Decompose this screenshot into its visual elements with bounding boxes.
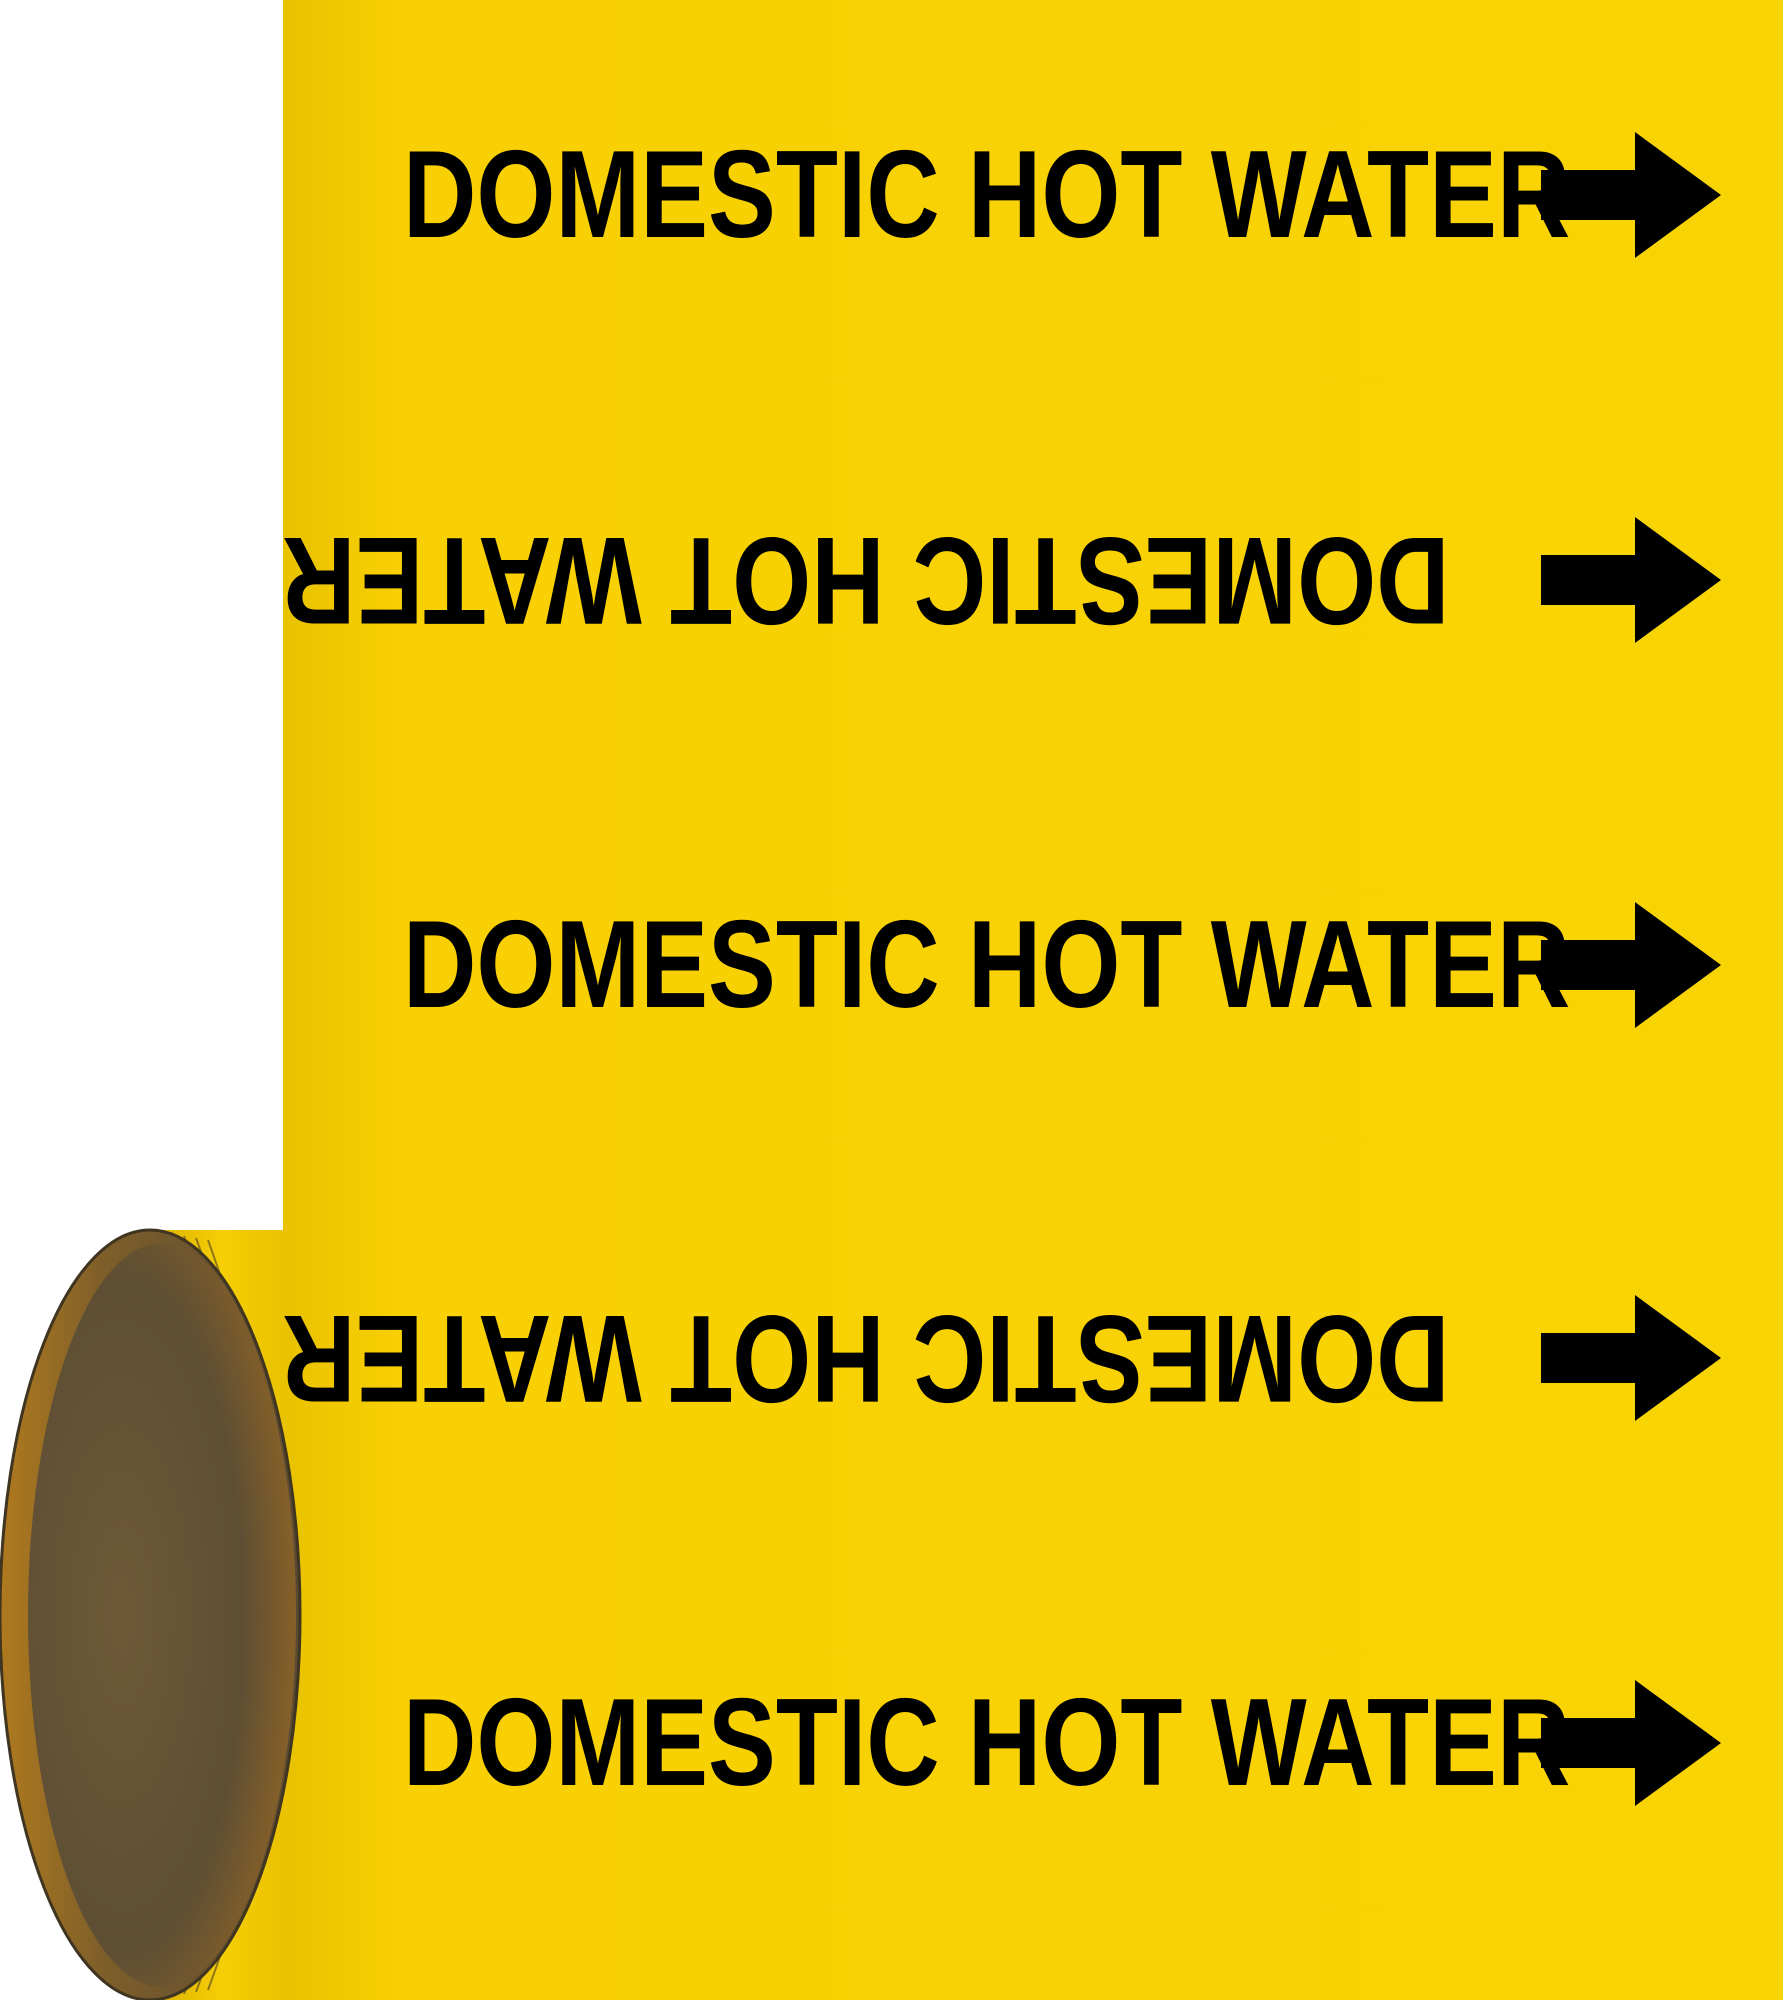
- marker-legend: DOMESTIC HOT WATER: [403, 896, 1571, 1034]
- label-strip: DOMESTIC HOT WATER DOMESTIC HOT WATER DO…: [282, 0, 1783, 2000]
- arrow-right-icon: [1541, 132, 1721, 258]
- marker-row-5: DOMESTIC HOT WATER: [283, 1668, 1783, 1818]
- marker-row-2: DOMESTIC HOT WATER: [282, 505, 1783, 655]
- arrow-right-icon: [1541, 1295, 1721, 1421]
- marker-row-1: DOMESTIC HOT WATER: [283, 120, 1783, 270]
- marker-legend-inverted: DOMESTIC HOT WATER: [282, 1289, 1450, 1427]
- marker-legend-inverted: DOMESTIC HOT WATER: [282, 511, 1450, 649]
- marker-legend: DOMESTIC HOT WATER: [403, 1674, 1571, 1812]
- marker-legend: DOMESTIC HOT WATER: [403, 126, 1571, 264]
- marker-row-3: DOMESTIC HOT WATER: [283, 890, 1783, 1040]
- label-strip-background: [283, 0, 1783, 2000]
- roll-core-inner: [28, 1243, 296, 1987]
- roll-core-rim: [0, 1228, 302, 2000]
- arrow-right-icon: [1541, 1680, 1721, 1806]
- marker-row-4: DOMESTIC HOT WATER: [282, 1283, 1783, 1433]
- arrow-right-icon: [1541, 902, 1721, 1028]
- arrow-right-icon: [1541, 517, 1721, 643]
